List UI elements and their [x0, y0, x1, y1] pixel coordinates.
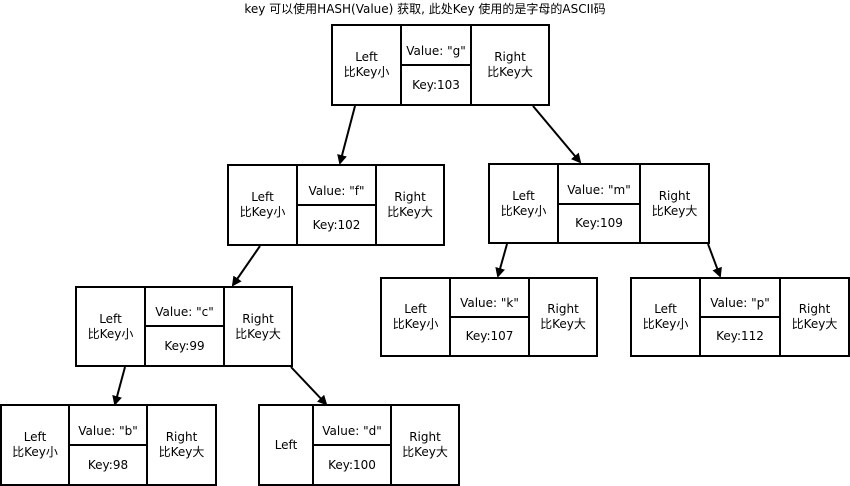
value-cell: Value: "d": [312, 404, 392, 446]
key-cell: Key:103: [400, 64, 472, 106]
key-cell: Key:109: [557, 203, 641, 244]
value-cell: Value: "p": [699, 277, 781, 318]
value-cell: Value: "b": [68, 404, 148, 446]
key-cell: Key:102: [296, 204, 377, 246]
value-cell: Value: "m": [557, 163, 641, 205]
edge-g-m: [532, 105, 582, 164]
key-cell: Key:107: [449, 316, 530, 357]
edge-f-c: [231, 245, 261, 287]
edge-m-p: [707, 243, 722, 278]
value-cell: Value: "c": [144, 286, 225, 327]
edge-g-f: [337, 105, 356, 165]
value-cell: Value: "g": [400, 24, 472, 66]
key-cell: Key:98: [68, 444, 148, 486]
value-cell: Value: "f": [296, 164, 377, 206]
edge-c-d: [290, 366, 328, 406]
left-cell: Left: [258, 404, 314, 486]
edge-m-k: [495, 243, 508, 278]
key-cell: Key:99: [144, 325, 225, 367]
edge-c-b: [112, 366, 126, 406]
diagram-caption: key 可以使用HASH(Value) 获取, 此处Key 使用的是字母的ASC…: [244, 2, 606, 16]
tree-edges: [112, 105, 722, 406]
key-cell: Key:112: [699, 316, 781, 357]
key-cell: Key:100: [312, 444, 392, 486]
value-cell: Value: "k": [449, 277, 530, 318]
